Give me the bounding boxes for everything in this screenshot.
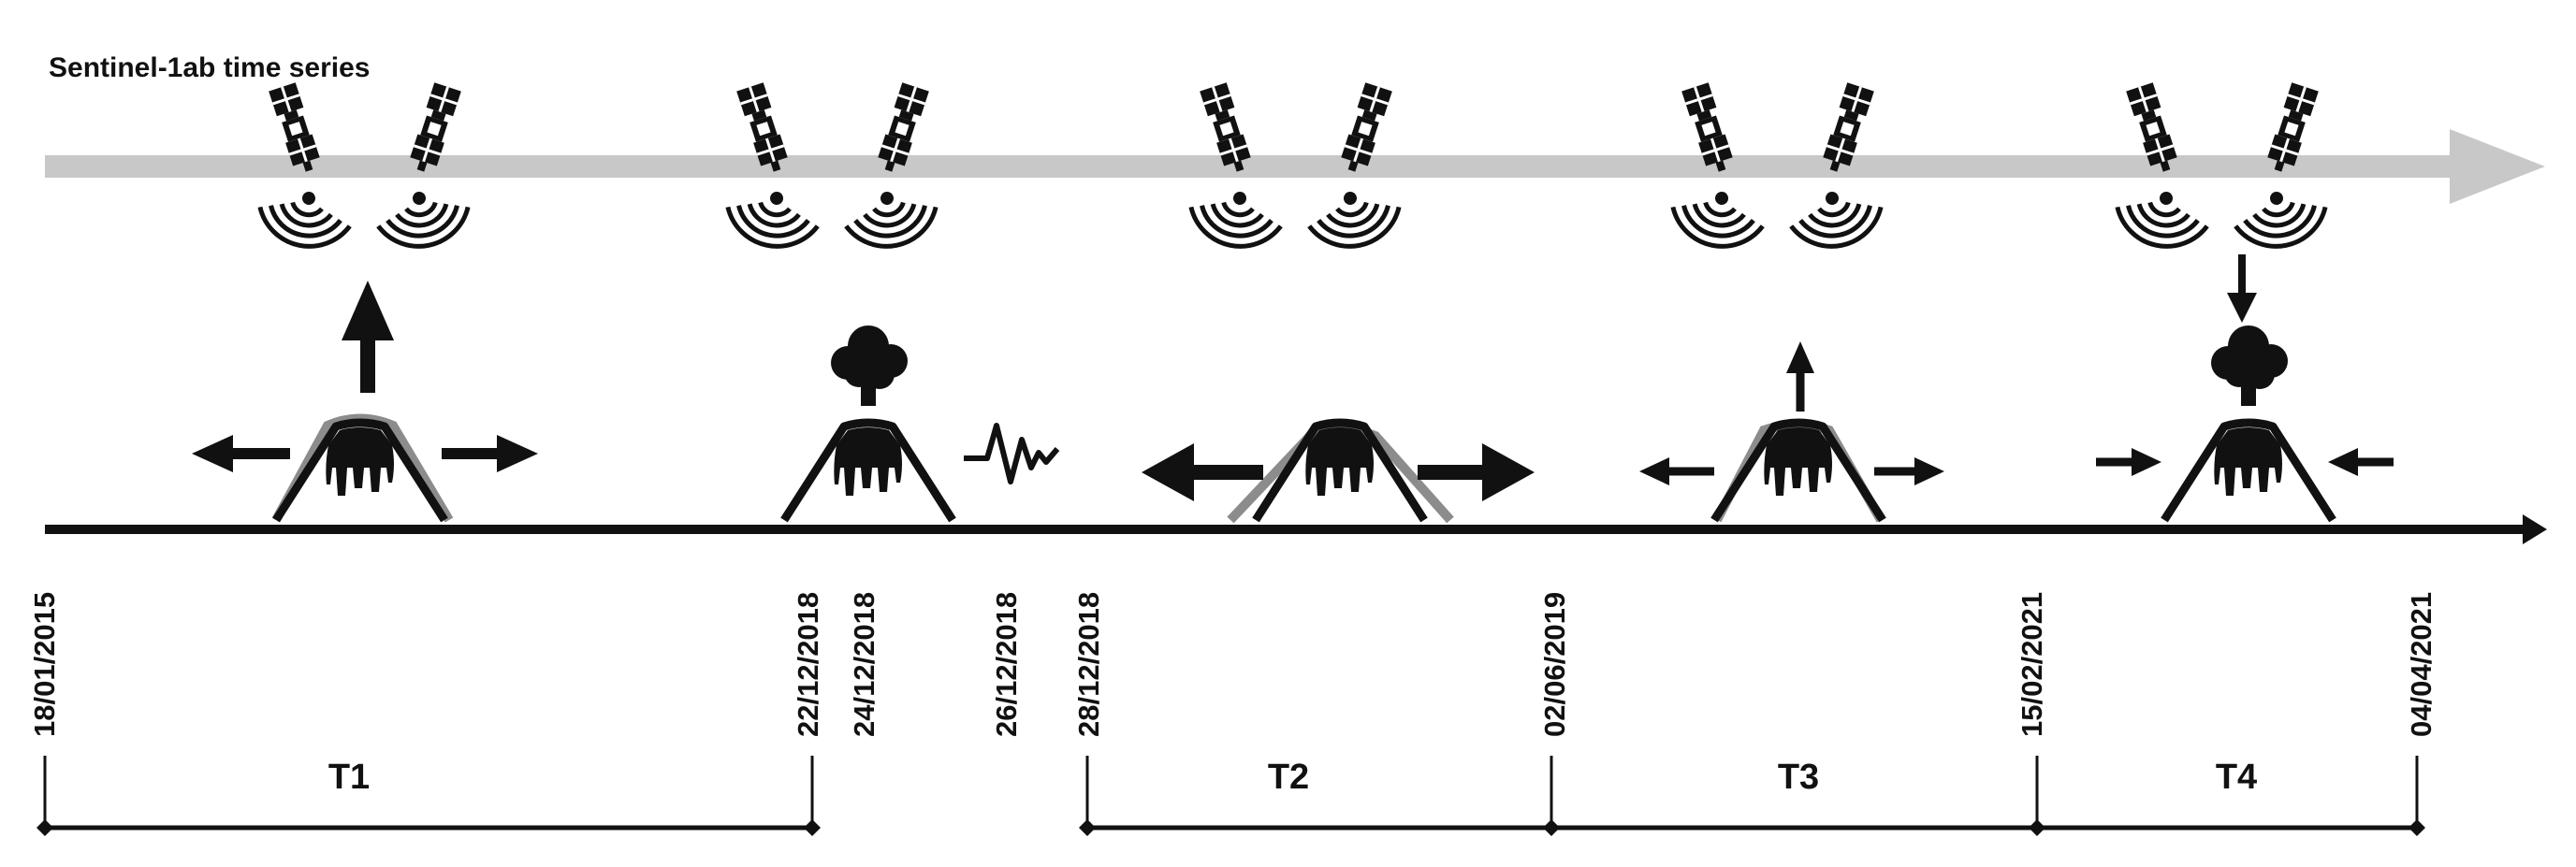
volcano-states — [192, 254, 2394, 520]
eruption-plume-icon — [2211, 325, 2288, 406]
date-label: 26/12/2018 — [990, 592, 1023, 737]
timeline-axis — [45, 514, 2547, 544]
time-series-arrow — [45, 129, 2545, 204]
outward-arrow-icon — [1418, 443, 1535, 501]
outward-arrow-icon — [192, 435, 290, 472]
radar-signal-icon — [1304, 182, 1405, 254]
date-label: 24/12/2018 — [848, 592, 880, 737]
date-label: 15/02/2021 — [2016, 592, 2048, 737]
radar-signal-icon — [373, 182, 474, 254]
period-marker — [1079, 819, 1096, 836]
outward-arrow-icon — [1142, 443, 1263, 501]
volcano-icon — [2164, 423, 2333, 520]
eruption-plume-icon — [831, 325, 908, 406]
radar-signal-icon — [1666, 182, 1768, 254]
uplift-arrow-icon — [1786, 341, 1814, 412]
period-label: T3 — [1778, 758, 1819, 797]
period-label: T2 — [1268, 758, 1309, 797]
outward-arrow-icon — [1874, 457, 1944, 485]
period-marker — [1543, 819, 1560, 836]
period-label: T4 — [2216, 758, 2257, 797]
outward-arrow-icon — [442, 435, 538, 472]
period-marker — [2029, 819, 2045, 836]
radar-signal-icon — [2111, 182, 2212, 254]
date-label: 02/06/2019 — [1538, 592, 1571, 737]
radar-signal-icon — [1786, 182, 1887, 254]
radar-signal-icon — [1185, 182, 1286, 254]
subsidence-arrow-icon — [2227, 254, 2257, 323]
period-marker — [36, 819, 53, 836]
uplift-arrow-icon — [342, 281, 394, 393]
date-label: 22/12/2018 — [792, 592, 824, 737]
period-label: T1 — [328, 758, 370, 797]
inward-arrow-icon — [2096, 448, 2161, 476]
date-label: 04/04/2021 — [2405, 592, 2438, 737]
date-label: 28/12/2018 — [1072, 592, 1105, 737]
period-marker — [804, 819, 821, 836]
seismic-wave-icon — [964, 423, 1060, 484]
radar-signal-icon — [254, 182, 355, 254]
date-label: 18/01/2015 — [28, 592, 61, 737]
period-lines — [36, 756, 2425, 836]
outward-arrow-icon — [1639, 457, 1714, 485]
volcano-icon — [784, 423, 953, 520]
series-title: Sentinel-1ab time series — [49, 52, 370, 83]
radar-signal-icon — [721, 182, 822, 254]
inward-arrow-icon — [2328, 448, 2394, 476]
period-marker — [2409, 819, 2425, 836]
radar-signal-icon — [2231, 182, 2332, 254]
radar-signal-icon — [841, 182, 942, 254]
text-labels: Sentinel-1ab time series 18/01/2015 22/12/… — [28, 52, 2438, 797]
